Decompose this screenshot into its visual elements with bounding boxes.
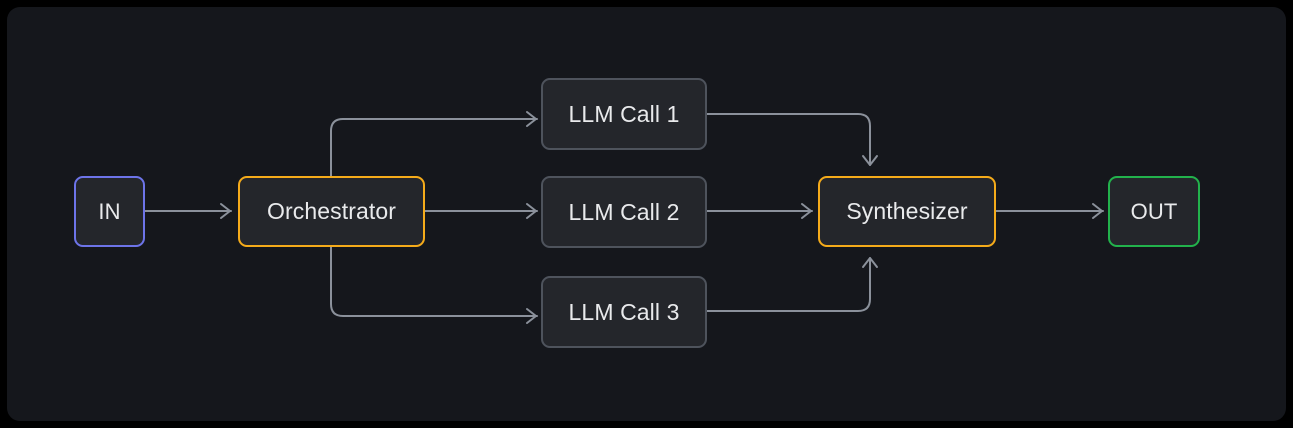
node-in[interactable]: IN [74, 176, 145, 247]
node-orchestrator-label: Orchestrator [266, 198, 396, 224]
diagram-canvas: IN Orchestrator LLM Call 1 LLM Call 2 LL… [7, 7, 1286, 421]
node-llm-call-2[interactable]: LLM Call 2 [541, 176, 707, 248]
edge-llm-call-2-to-synthesizer [706, 203, 813, 219]
node-in-label: IN [98, 198, 121, 224]
node-orchestrator[interactable]: Orchestrator [238, 176, 425, 247]
node-synthesizer[interactable]: Synthesizer [818, 176, 996, 247]
edge-in-to-orchestrator [144, 203, 232, 219]
edge-llm-call-3-to-synthesizer [706, 257, 878, 312]
node-llm-call-2-label: LLM Call 2 [568, 198, 680, 225]
edge-synthesizer-to-out [995, 203, 1104, 219]
edge-orchestrator-to-llm-call-2 [424, 203, 538, 219]
node-llm-call-3[interactable]: LLM Call 3 [541, 276, 707, 348]
node-synthesizer-label: Synthesizer [846, 198, 968, 224]
node-out-label: OUT [1130, 198, 1178, 224]
node-out[interactable]: OUT [1108, 176, 1200, 247]
node-llm-call-3-label: LLM Call 3 [568, 298, 680, 325]
node-llm-call-1-label: LLM Call 1 [568, 100, 680, 127]
node-llm-call-1[interactable]: LLM Call 1 [541, 78, 707, 150]
edge-orchestrator-to-llm-call-3 [330, 246, 538, 324]
edge-llm-call-1-to-synthesizer [706, 113, 878, 166]
edge-orchestrator-to-llm-call-1 [330, 111, 538, 177]
